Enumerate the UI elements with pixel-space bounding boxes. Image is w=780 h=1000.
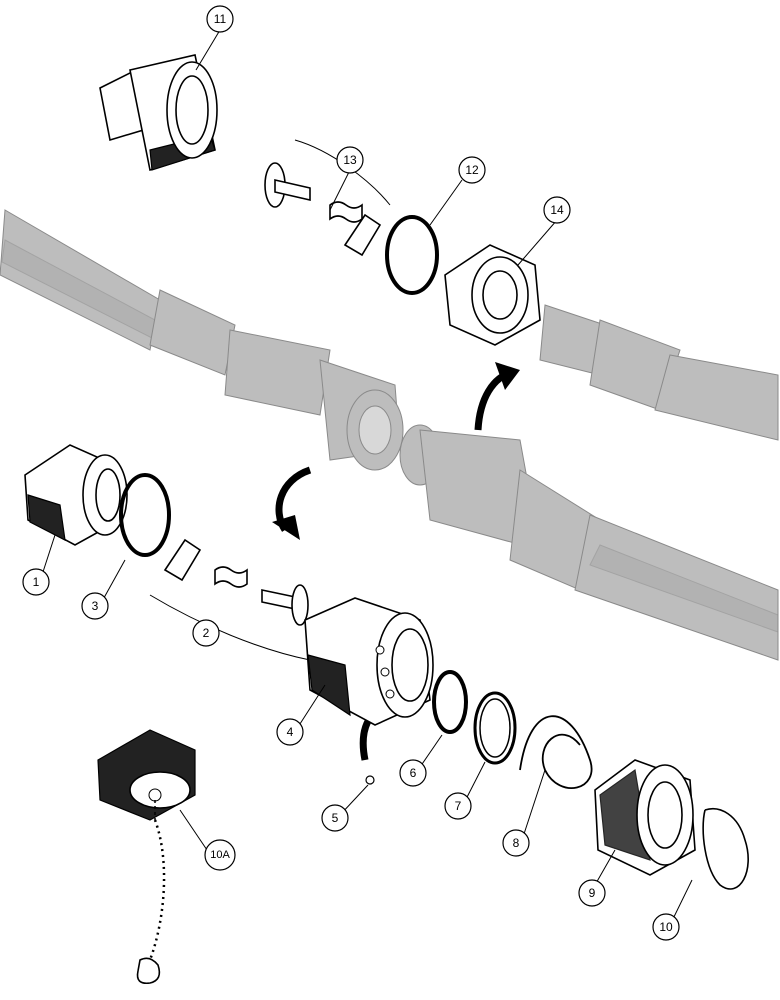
callout-5-label: 5 <box>332 811 339 825</box>
callout-11: 11 <box>206 5 234 33</box>
part-1-hex-nut <box>24 444 128 546</box>
part-6-o-ring <box>432 670 468 734</box>
callout-10a: 10A <box>204 839 236 871</box>
callout-6-label: 6 <box>410 766 417 780</box>
part-7-backup-ring <box>473 691 517 765</box>
callout-9-label: 9 <box>589 886 596 900</box>
part-9-knurled-sleeve <box>594 759 696 876</box>
callout-7: 7 <box>444 792 472 820</box>
callout-11-label: 11 <box>214 12 227 26</box>
part-4-coupler-body <box>304 597 434 726</box>
callout-leaders <box>41 29 693 926</box>
callout-4: 4 <box>276 718 304 746</box>
curved-arrow-up-right <box>474 362 520 431</box>
curved-arrow-down-left <box>272 466 312 540</box>
part-11-adapter <box>99 54 218 172</box>
part-8-spring <box>519 715 593 789</box>
callout-14: 14 <box>543 196 571 224</box>
callout-10-label: 10 <box>659 920 673 934</box>
callout-1-label: 1 <box>33 575 40 589</box>
callout-8-label: 8 <box>513 836 520 850</box>
part-12-o-ring <box>385 215 439 295</box>
callout-12-label: 12 <box>465 163 479 177</box>
part-10-snap-ring <box>702 808 749 890</box>
part-2-valve-kit <box>149 538 311 661</box>
callout-2-label: 2 <box>203 626 210 640</box>
callout-7-label: 7 <box>455 799 462 813</box>
part-14-hex-nut <box>444 244 541 346</box>
callout-8: 8 <box>502 829 530 857</box>
callout-3-label: 3 <box>92 599 99 613</box>
callout-13-label: 13 <box>343 153 357 167</box>
callout-12: 12 <box>458 156 486 184</box>
callout-1: 1 <box>22 568 50 596</box>
callout-9: 9 <box>578 879 606 907</box>
callout-4-label: 4 <box>287 725 294 739</box>
callout-5: 5 <box>321 804 349 832</box>
part-5-ball <box>365 775 375 785</box>
background-hose-assembly <box>0 209 779 661</box>
part-13-valve-kit <box>264 139 391 257</box>
callout-13: 13 <box>336 146 364 174</box>
part-3-o-ring <box>119 473 171 557</box>
callout-6: 6 <box>399 759 427 787</box>
callout-3: 3 <box>81 592 109 620</box>
callout-2: 2 <box>192 619 220 647</box>
part-10a-dust-cap <box>97 729 196 985</box>
callout-14-label: 14 <box>550 203 564 217</box>
callout-10a-label: 10A <box>210 849 230 861</box>
callout-10: 10 <box>652 913 680 941</box>
